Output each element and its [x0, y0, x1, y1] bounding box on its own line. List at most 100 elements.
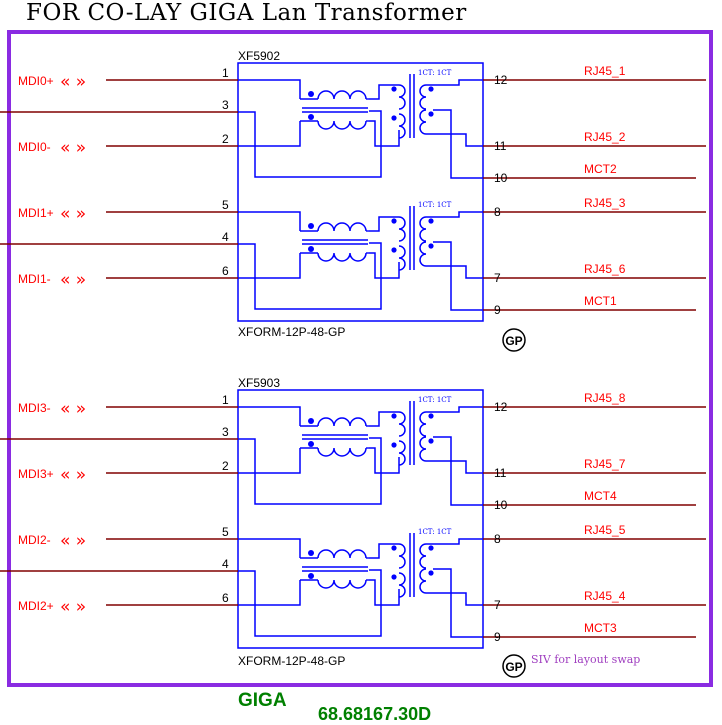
choke-coil [317, 447, 367, 457]
right-net-label: RJ45_3 [584, 196, 626, 210]
internal-wire [426, 592, 483, 606]
polarity-dot [308, 91, 314, 97]
right-pin-number: 9 [494, 630, 501, 644]
port-symbol-icon: « » [60, 597, 86, 617]
polarity-dot [308, 441, 314, 447]
left-pin-number: 3 [222, 98, 229, 112]
left-pin-number: 1 [222, 393, 229, 407]
choke-coil [317, 549, 367, 559]
left-pin-number: 5 [222, 525, 229, 539]
right-net-label: RJ45_8 [584, 391, 626, 405]
right-pin-number: 11 [494, 139, 507, 153]
left-pin-number: 6 [222, 591, 229, 605]
footer-label: GIGA [238, 690, 287, 711]
primary-winding [398, 245, 406, 271]
port-symbol-icon: « » [60, 399, 86, 419]
left-net-label: MDI2+ [18, 599, 54, 613]
internal-wire [238, 79, 301, 99]
polarity-dot [308, 223, 314, 229]
right-net-label: RJ45_1 [584, 64, 626, 78]
page-title: FOR CO-LAY GIGA Lan Transformer [26, 0, 467, 26]
turns-ratio-label: 1CT: 1CT [418, 396, 452, 404]
part-body [237, 62, 484, 322]
left-pin-number: 1 [222, 66, 229, 80]
internal-wire [238, 406, 301, 426]
polarity-dot [391, 574, 397, 580]
right-pin-number: 11 [494, 466, 507, 480]
internal-wire [238, 211, 301, 231]
internal-wire [426, 265, 483, 279]
part-footprint: XFORM-12P-48-GP [238, 325, 345, 339]
right-pin-number: 10 [494, 171, 508, 185]
right-pin-number: 10 [494, 498, 508, 512]
primary-winding [398, 113, 406, 139]
secondary-winding [419, 109, 427, 135]
internal-wire [433, 241, 483, 311]
internal-wire [369, 411, 399, 427]
polarity-dot [391, 247, 397, 253]
part-footprint: XFORM-12P-48-GP [238, 654, 345, 668]
right-pin-number: 8 [494, 532, 501, 546]
gp-symbol-label: GP [505, 660, 522, 674]
choke-coil [317, 120, 367, 130]
port-symbol-icon: « » [60, 72, 86, 92]
choke-coil [317, 417, 367, 427]
port-symbol-icon: « » [60, 270, 86, 290]
internal-wire [369, 216, 399, 232]
right-net-label: MCT2 [584, 162, 617, 176]
primary-winding [398, 543, 406, 569]
port-symbol-icon: « » [60, 465, 86, 485]
primary-winding [398, 84, 406, 110]
polarity-dot [308, 114, 314, 120]
polarity-dot [308, 246, 314, 252]
part-body [237, 389, 484, 649]
right-net-label: MCT1 [584, 294, 617, 308]
internal-wire [238, 437, 382, 505]
left-pin-number: 4 [222, 557, 229, 571]
internal-wire [369, 543, 399, 559]
polarity-dot [308, 550, 314, 556]
internal-wire [426, 538, 483, 545]
choke-coil [317, 579, 367, 589]
layout-note: SIV for layout swap [531, 653, 640, 666]
internal-wire [238, 121, 301, 147]
secondary-winding [419, 241, 427, 267]
right-net-label: RJ45_7 [584, 457, 626, 471]
right-net-label: RJ45_2 [584, 130, 626, 144]
internal-wire [238, 538, 301, 558]
footer-part-number: 68.68167.30D [318, 704, 432, 724]
internal-wire [238, 448, 301, 474]
polarity-dot [428, 413, 434, 419]
right-net-label: RJ45_6 [584, 262, 626, 276]
right-pin-number: 8 [494, 205, 501, 219]
transformer-xf5902[interactable]: XF5902 XFORM-12P-48-GP [237, 49, 484, 339]
transformer-xf5903[interactable]: XF5903 XFORM-12P-48-GP [237, 376, 484, 668]
polarity-dot [391, 442, 397, 448]
right-pin-number: 7 [494, 271, 501, 285]
internal-wire [238, 580, 301, 606]
right-net-label: MCT4 [584, 489, 617, 503]
internal-wire [426, 133, 483, 147]
secondary-winding [419, 411, 427, 437]
schematic-frame [7, 30, 713, 687]
internal-wire [238, 569, 382, 637]
secondary-winding [419, 568, 427, 594]
internal-wire [426, 211, 483, 218]
primary-winding [398, 440, 406, 466]
left-pin-number: 3 [222, 425, 229, 439]
polarity-dot [428, 218, 434, 224]
secondary-winding [419, 84, 427, 110]
primary-winding [398, 216, 406, 242]
right-pin-number: 12 [494, 400, 508, 414]
internal-wire [238, 253, 301, 279]
secondary-winding [419, 436, 427, 462]
left-net-label: MDI1+ [18, 206, 54, 220]
part-refdes: XF5903 [238, 376, 280, 390]
left-net-label: MDI3+ [18, 467, 54, 481]
polarity-dot [391, 218, 397, 224]
secondary-winding [419, 543, 427, 569]
